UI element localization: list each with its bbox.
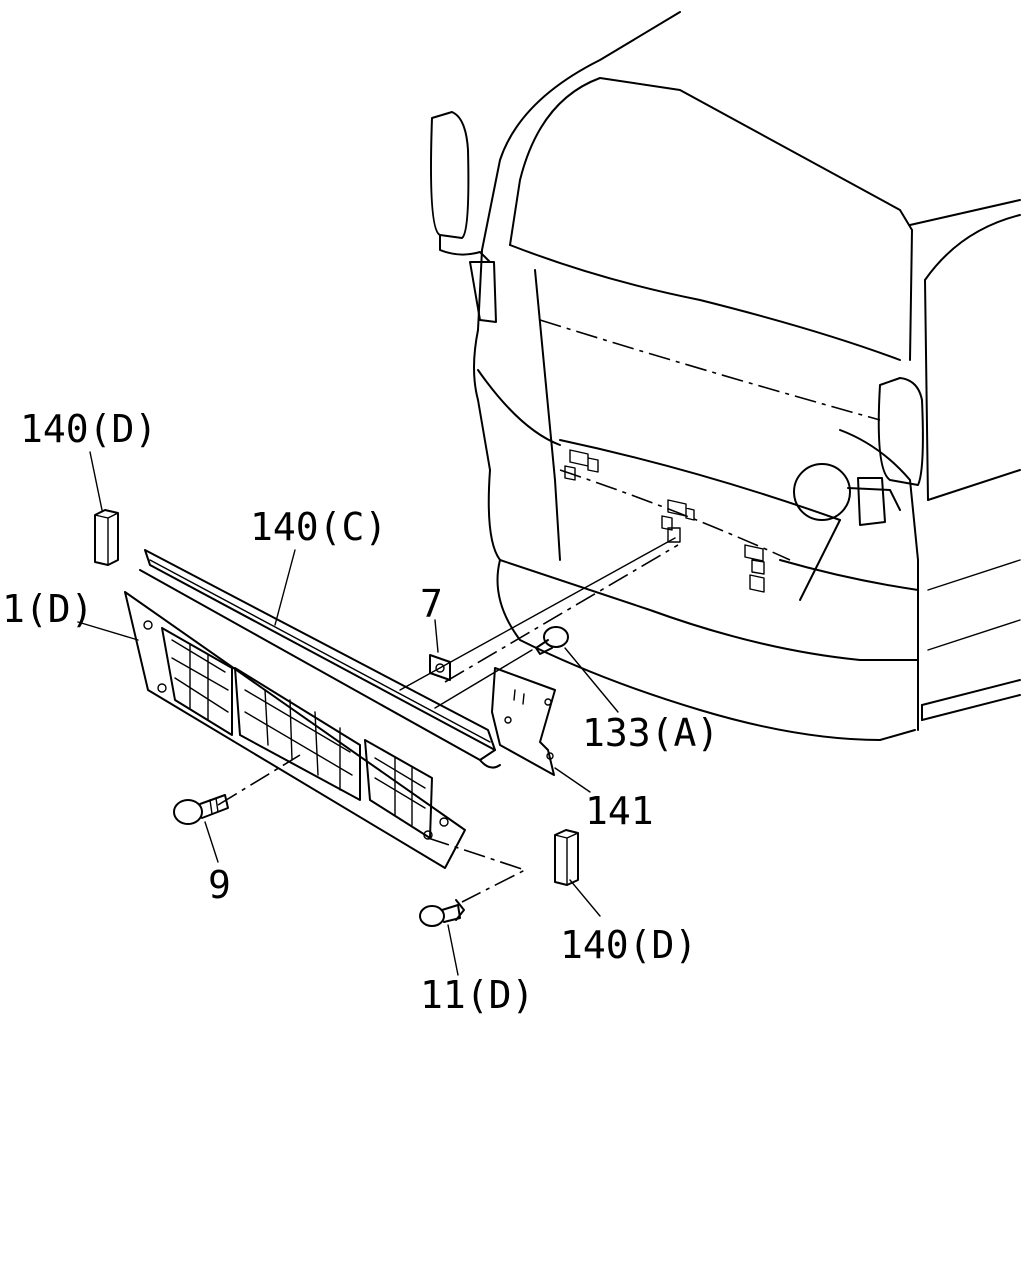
bracket-141 [491,667,556,776]
weatherstrip-140c [139,549,501,769]
grille-panel [124,591,466,869]
clip-7-icon [429,654,451,681]
cab-clips [564,449,765,593]
block-140d-top-icon [94,509,119,566]
callout-1d: 1(D) [2,587,94,631]
screw-133a-icon [535,626,569,655]
callout-133a: 133(A) [582,711,719,755]
callout-141: 141 [585,789,654,833]
rivet-11d-icon [419,899,465,927]
callout-9: 9 [208,863,231,907]
leader-lines [77,451,679,976]
callout-140c: 140(C) [250,505,387,549]
callout-140d-top: 140(D) [20,407,157,451]
left-mirror-icon [430,111,497,323]
block-140d-bottom-icon [554,829,579,886]
callout-7: 7 [420,582,443,626]
bolt-9-icon [173,794,229,825]
truck-cab-outline [473,11,1021,741]
right-mirror-icon [793,377,924,526]
callout-140d-bottom: 140(D) [560,923,697,967]
callout-11d: 11(D) [420,973,534,1017]
